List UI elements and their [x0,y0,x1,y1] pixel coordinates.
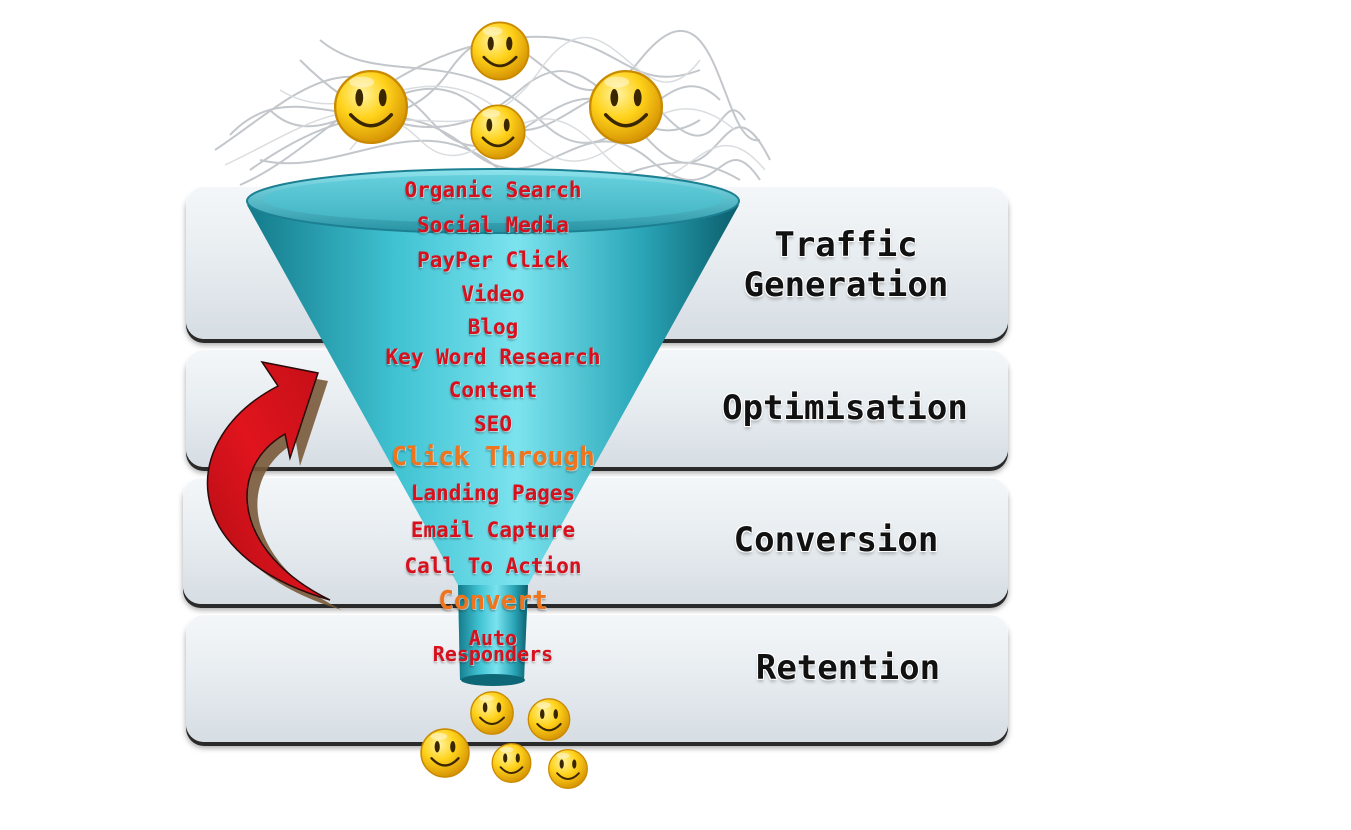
funnel-item-seo: SEO [474,412,512,436]
funnel-item-auto-responders: Auto Responders [432,626,554,666]
smiley-icon [469,690,515,736]
smiley-icon [419,727,471,779]
smiley-icon [333,69,409,145]
smiley-icon [491,742,532,784]
funnel-milestone-convert: Convert [438,586,548,616]
funnel-item-call-to-action: Call To Action [404,554,582,578]
smiley-icon [547,748,589,790]
stage-label-retention: Retention [755,648,941,688]
funnel-item-video: Video [461,282,525,306]
funnel [246,168,740,686]
stage-label-conversion: Conversion [733,520,939,560]
funnel-item-payper-click: PayPer Click [417,248,569,272]
band-retention [186,614,1008,742]
smiley-icon [469,103,527,161]
funnel-item-email-capture: Email Capture [410,518,576,542]
funnel-item-social-media: Social Media [417,213,569,237]
funnel-item-content: Content [448,378,538,402]
funnel-item-key-word-research: Key Word Research [385,345,601,369]
band-conversion [183,477,1008,604]
smiley-icon [527,697,571,742]
smiley-icon [588,69,664,145]
funnel-item-organic-search: Organic Search [404,178,582,202]
funnel-milestone-click-through: Click Through [391,442,595,472]
stage-label-optimisation: Optimisation [722,388,968,428]
curved-arrow-icon [206,360,342,610]
funnel-item-blog: Blog [467,315,519,339]
stage-label-traffic-generation: Traffic Generation [743,225,949,305]
smiley-icon [470,21,530,81]
funnel-item-landing-pages: Landing Pages [410,481,576,505]
